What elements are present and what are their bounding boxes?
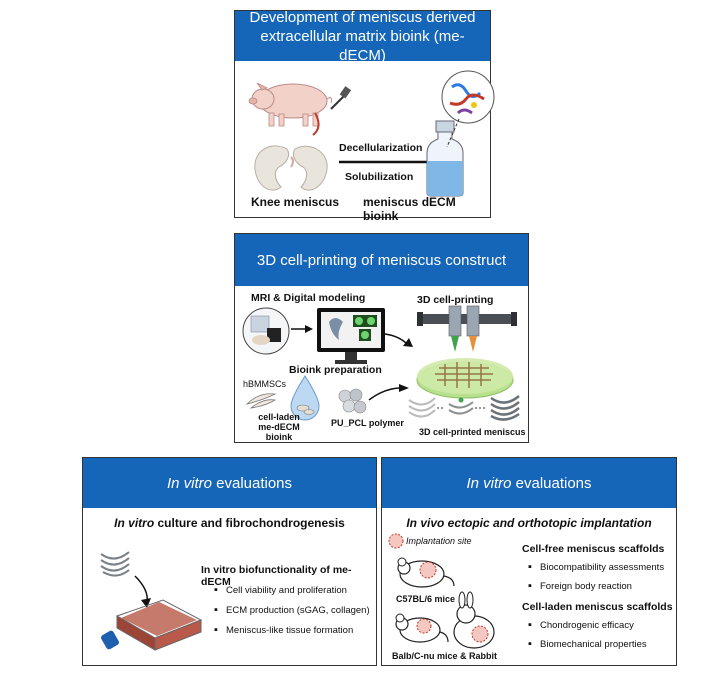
c57-mice-label: C57BL/6 mice [396,594,456,604]
knee-meniscus-label: Knee meniscus [251,195,340,209]
mouse-icon-2 [395,613,449,643]
cell-laden-label: cell-laden me-dECM bioink [249,412,309,442]
polymer-arrow [368,384,409,401]
implantation-site-label: Implantation site [406,536,472,546]
cell-laden-line1: cell-laden [258,412,300,422]
printed-meniscus-row [408,395,520,421]
list-item: Cell viability and proliferation [214,584,347,596]
panel-3d-cell-printing: 3D cell-printing of meniscus construct M… [234,233,529,443]
panel2-header: 3D cell-printing of meniscus construct [235,234,528,286]
rabbit-icon [453,591,495,649]
list-item: Biomechanical properties [528,638,647,650]
panel-in-vivo-implantation: In vitro evaluations In vivo ectopic and… [381,457,677,666]
pig-icon [248,82,352,136]
panel-medecm-development: Development of meniscus derived extracel… [234,8,495,223]
panel4-subtitle: In vivo ectopic and orthotopic implantat… [406,516,652,530]
pu-pcl-label: PU_PCL polymer [331,418,404,428]
panel3-title-italic: In vitro [166,474,212,492]
implantation-site-icon [388,533,404,549]
printer-icon [416,305,517,399]
list-item: ECM production (sGAG, collagen) [214,604,370,616]
panel4-header: In vitro evaluations [382,458,676,508]
panel3-subtitle-italic: In vitro [114,516,155,530]
panel3-subtitle-rest: culture and fibrochondrogenesis [154,516,345,530]
balb-rabbit-label: Balb/C-nu mice & Rabbit [392,651,498,661]
cell-laden-heading: Cell-laden meniscus scaffolds [522,601,673,613]
polymer-icon [338,388,367,414]
cell-free-heading: Cell-free meniscus scaffolds [522,543,665,555]
mri-modeling-label: MRI & Digital modeling [251,292,366,304]
meniscus-icon [254,145,328,191]
panel3-subtitle: In vitro culture and fibrochondrogenesis [83,516,376,530]
cell-icon [245,393,277,409]
printed-meniscus-label: 3D cell-printed meniscus [419,427,526,437]
panel4-title-rest: evaluations [511,474,592,492]
bottle-icon [426,120,464,197]
mri-arrow [291,325,313,333]
bioink-preparation-label: Bioink preparation [289,364,382,376]
mouse-icon [397,557,455,588]
panel-in-vitro-culture: In vitro evaluations In vitro culture an… [82,457,377,666]
decellularization-label: Decellularization [339,142,423,154]
zoom-line [446,118,460,148]
list-item: Biocompatibility assessments [528,561,664,573]
cell-laden-line2: me-dECM bioink [258,422,300,442]
list-item: Foreign body reaction [528,580,632,592]
panel4-title-italic: In vitro [466,474,512,492]
solubilization-label: Solubilization [345,171,414,183]
molecule-icon [441,70,495,124]
monitor-icon [317,308,385,364]
biofunctionality-heading: In vitro biofunctionality of me-dECM [201,564,352,588]
mri-icon [242,307,290,355]
panel3-header: In vitro evaluations [83,458,376,508]
cell-printing-label: 3D cell-printing [417,294,494,306]
flask-icon [100,551,203,651]
hbmmsc-label: hBMMSCs [243,379,287,389]
bioink-label: meniscus dECM bioink [363,195,456,223]
modeling-arrow [384,333,413,347]
panel1-header: Development of meniscus derived extracel… [235,8,490,64]
panel1-title-line2: extracellular matrix bioink (me-dECM) [260,27,465,64]
panel2-title: 3D cell-printing of meniscus construct [256,251,507,269]
list-item: Chondrogenic efficacy [528,619,634,631]
droplet-icon [290,375,320,421]
panel3-title-rest: evaluations [211,474,293,492]
panel1-title-line1: Development of meniscus derived [249,8,476,26]
list-item: Meniscus-like tissue formation [214,624,353,636]
